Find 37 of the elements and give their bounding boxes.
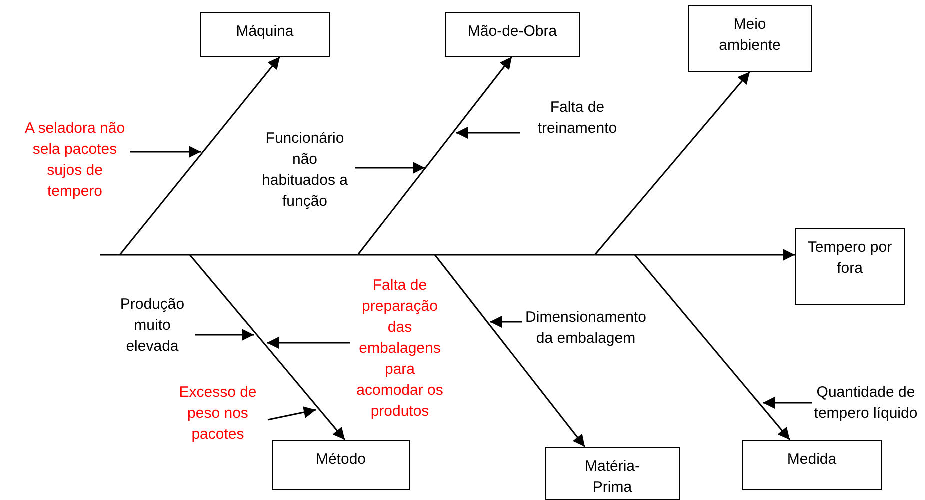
category-box	[742, 440, 882, 490]
cause-text: A seladora não sela pacotes sujos de tempero	[24, 118, 126, 202]
bone-arrow	[434, 254, 586, 448]
box-label: Máquina	[236, 22, 294, 42]
cause-arrow	[490, 316, 522, 328]
cause-arrow	[195, 329, 254, 341]
category-box	[200, 12, 330, 57]
cause-arrow	[130, 146, 201, 158]
cause-text: Dimensionamento da embalagem	[524, 308, 648, 348]
cause-text: Produção muito elevada	[119, 294, 186, 356]
cause-text: Funcionário não habituados a função	[261, 128, 349, 212]
box-label: Medida	[787, 450, 837, 470]
box-label: Mão-de-Obra	[468, 22, 558, 42]
bone-arrow	[357, 56, 513, 256]
spine-arrow	[100, 249, 795, 261]
box-label: Tempero por fora	[806, 238, 894, 279]
cause-text: Falta de preparação das embalagens para acomodar os produtos	[356, 276, 444, 422]
cause-arrow	[267, 337, 350, 349]
bone-arrow	[634, 254, 791, 440]
category-box	[545, 447, 680, 500]
bone-arrow	[119, 56, 281, 256]
box-label: Matéria-Prima	[584, 457, 641, 498]
category-box	[445, 12, 580, 57]
cause-arrow	[456, 127, 520, 139]
category-box	[272, 440, 410, 490]
effect-box	[795, 228, 905, 305]
cause-arrow	[268, 406, 316, 421]
cause-arrow	[763, 397, 812, 409]
cause-text: Quantidade de tempero líquido	[813, 382, 919, 424]
box-label: Meio ambiente	[718, 15, 782, 56]
cause-text: Falta de treinamento	[536, 98, 618, 138]
box-label: Método	[316, 450, 366, 470]
bone-arrow	[189, 254, 346, 440]
cause-arrow	[355, 162, 425, 174]
bone-arrow	[594, 72, 751, 256]
cause-text: Excesso de peso nos pacotes	[178, 382, 258, 444]
category-box	[688, 5, 812, 72]
